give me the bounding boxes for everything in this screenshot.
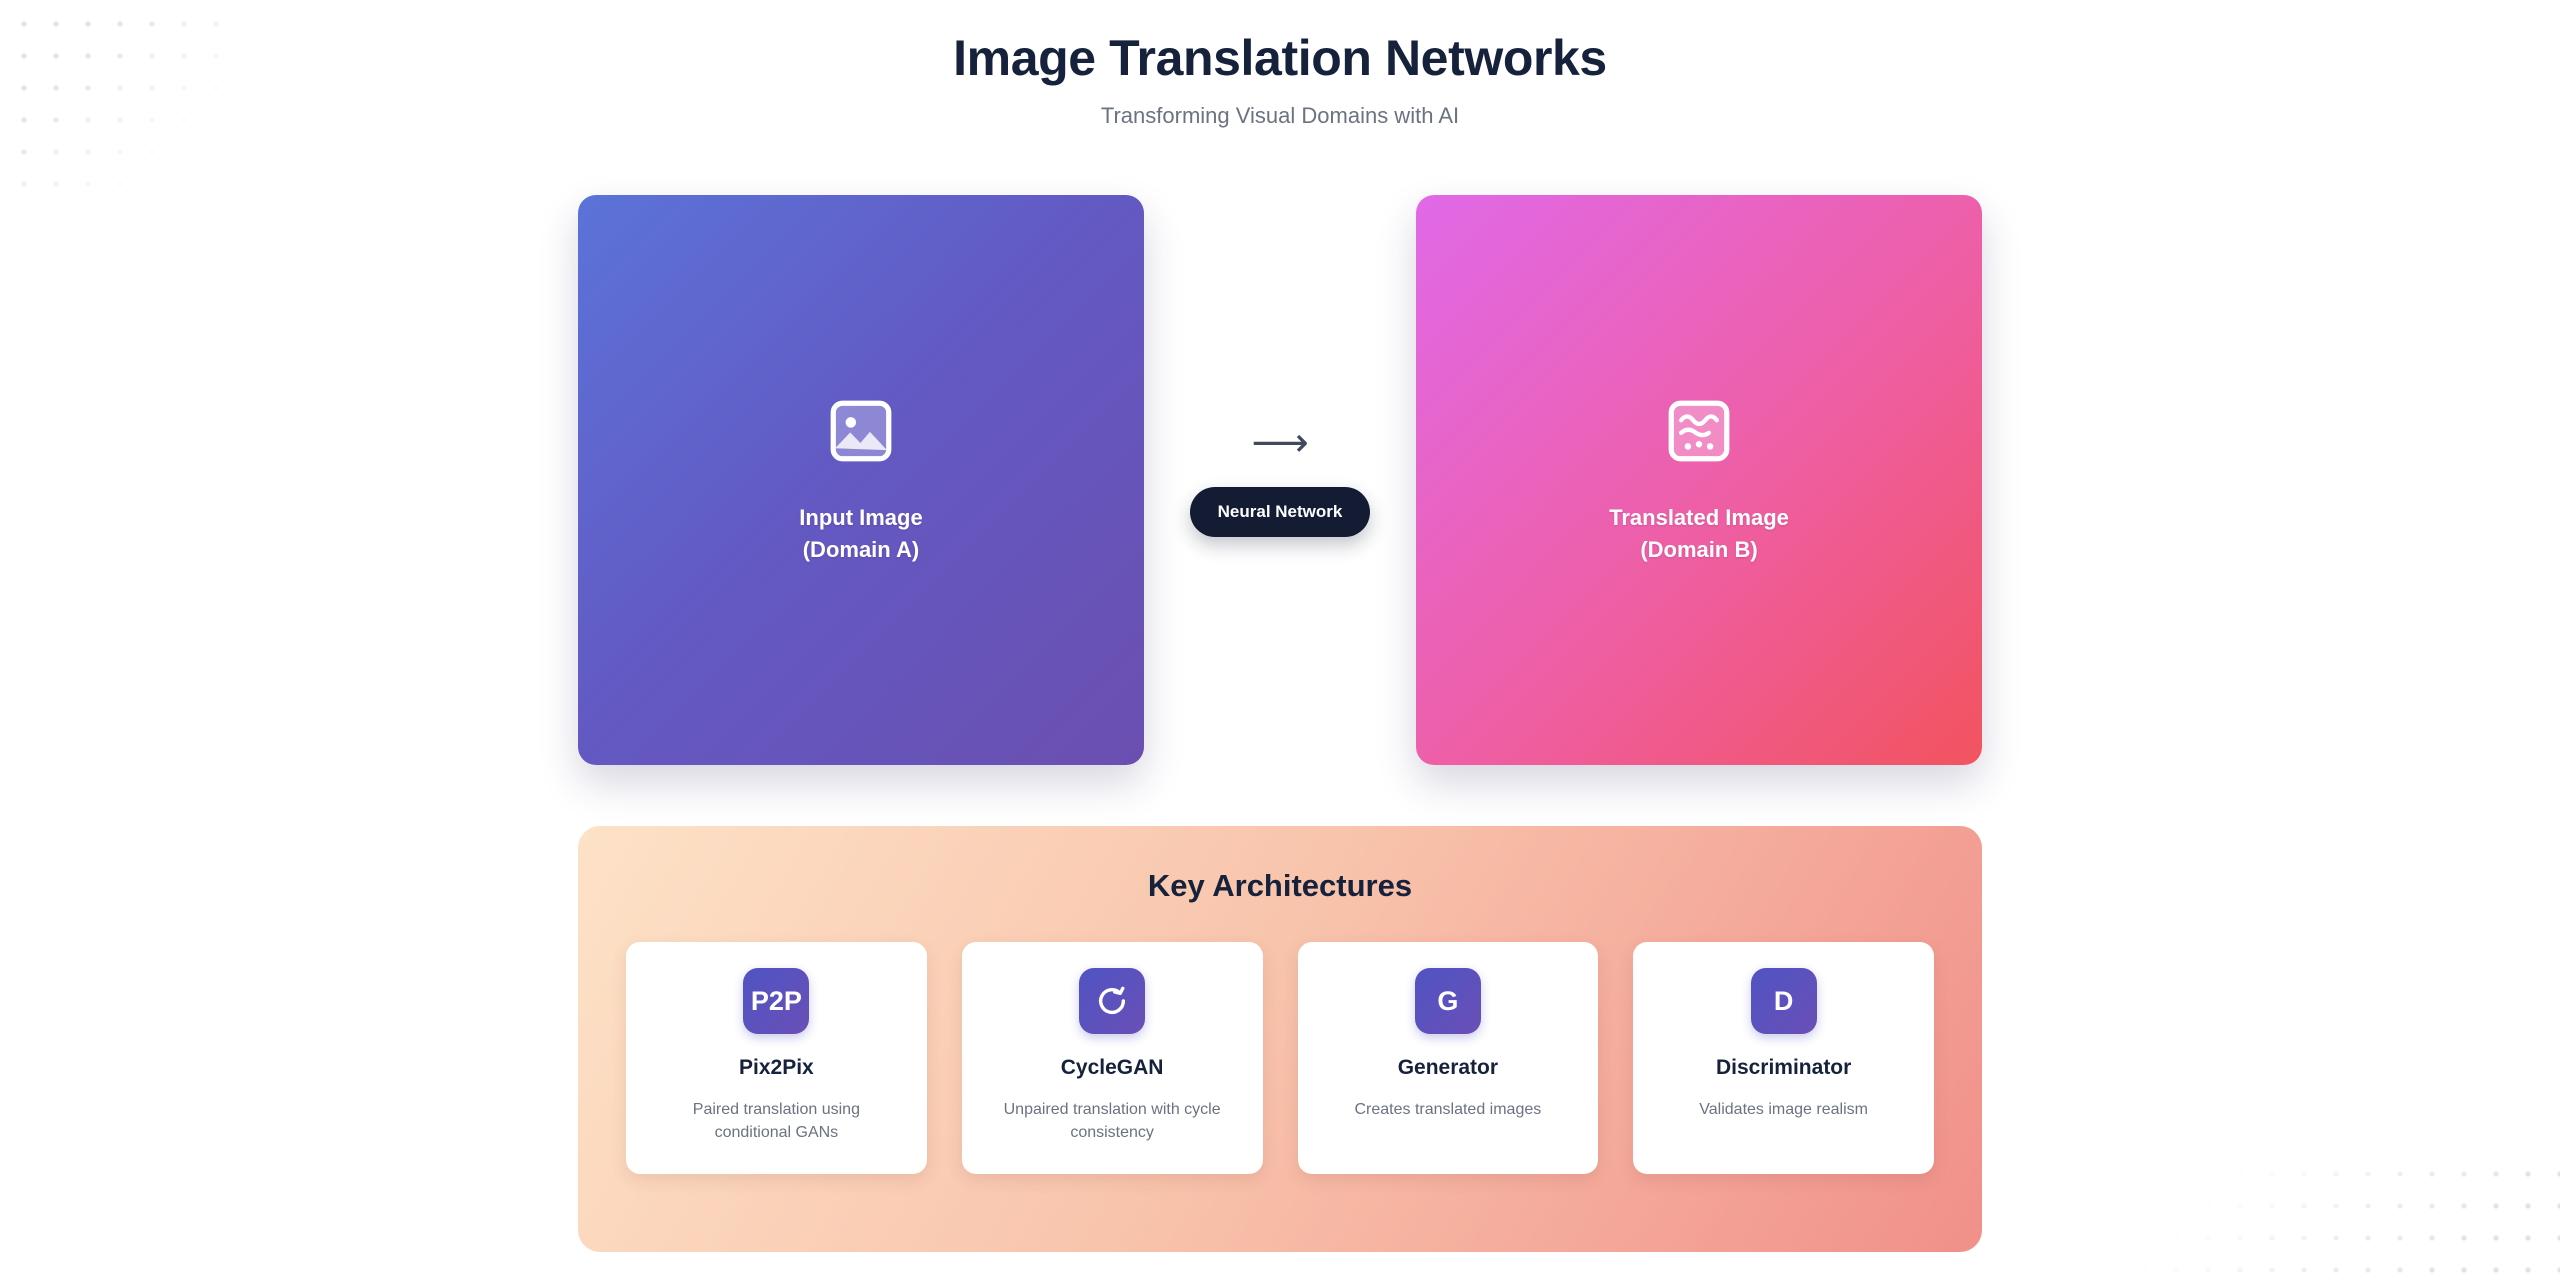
output-card-label: Translated Image (Domain B) <box>1609 502 1789 566</box>
input-card-label-line1: Input Image <box>799 505 923 531</box>
translated-image-card[interactable]: Translated Image (Domain B) <box>1416 195 1982 765</box>
header: Image Translation Networks Transforming … <box>0 0 2560 129</box>
architecture-card-generator[interactable]: G Generator Creates translated images <box>1297 942 1599 1175</box>
image-icon <box>824 394 898 468</box>
translation-connector: ⟶ Neural Network <box>1144 195 1416 765</box>
architecture-name: Pix2Pix <box>739 1056 814 1079</box>
architecture-description: Unpaired translation with cycle consiste… <box>1003 1101 1221 1142</box>
neural-network-badge[interactable]: Neural Network <box>1189 487 1371 537</box>
input-image-card[interactable]: Input Image (Domain A) <box>578 195 1144 765</box>
d-text-badge: D <box>1750 968 1817 1034</box>
translated-image-icon <box>1662 394 1736 468</box>
architecture-name: Generator <box>1397 1056 1499 1079</box>
architecture-name: CycleGAN <box>1060 1056 1164 1079</box>
translation-diagram: Input Image (Domain A) ⟶ Neural Network <box>578 195 1982 765</box>
key-architectures-title: Key Architectures <box>1147 868 1413 903</box>
g-text-badge: G <box>1414 968 1481 1034</box>
key-architectures-panel: Key Architectures P2P Pix2Pix Paired tra… <box>578 826 1982 1252</box>
input-card-label-line2: (Domain A) <box>802 537 920 562</box>
p2p-text-badge: P2P <box>743 968 810 1034</box>
architecture-name: Discriminator <box>1715 1056 1852 1079</box>
input-card-label: Input Image (Domain A) <box>799 502 922 566</box>
architecture-description: Validates image realism <box>1699 1101 1868 1118</box>
architecture-description: Paired translation using conditional GAN… <box>692 1101 860 1142</box>
cycle-arrow-icon <box>1079 968 1146 1034</box>
page-subtitle: Transforming Visual Domains with AI <box>1100 102 1460 128</box>
architecture-description: Creates translated images <box>1354 1101 1542 1118</box>
page-title: Image Translation Networks <box>953 30 1607 86</box>
output-card-label-line1: Translated Image <box>1609 505 1789 531</box>
right-arrow-icon: ⟶ <box>1251 420 1309 466</box>
architecture-card-cyclegan[interactable]: CycleGAN Unpaired translation with cycle… <box>961 942 1263 1175</box>
architectures-grid: P2P Pix2Pix Paired translation using con… <box>578 942 1982 1175</box>
architecture-card-pix2pix[interactable]: P2P Pix2Pix Paired translation using con… <box>626 942 927 1175</box>
output-card-label-line2: (Domain B) <box>1640 537 1758 562</box>
architecture-card-discriminator[interactable]: D Discriminator Validates image realism <box>1633 942 1934 1175</box>
